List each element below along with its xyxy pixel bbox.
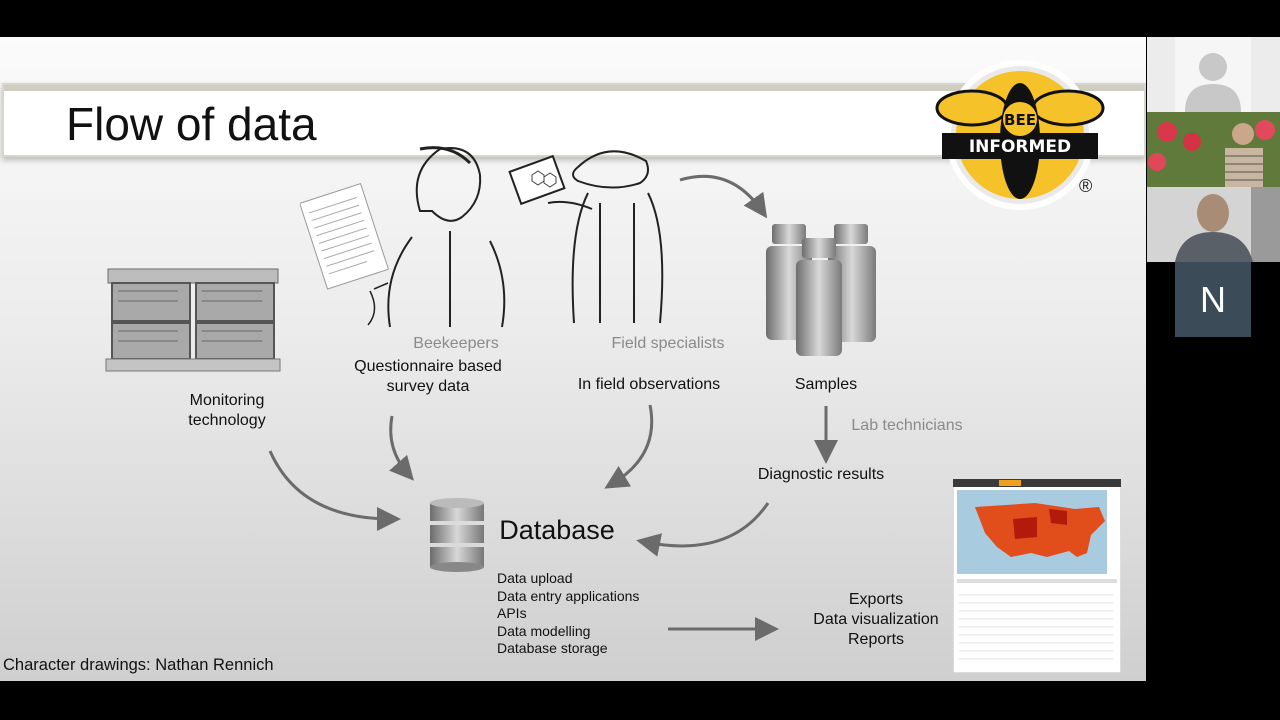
slide-title: Flow of data [66, 98, 317, 150]
database-item: Data upload [497, 570, 573, 586]
diagnostic-results-label: Diagnostic results [757, 466, 885, 483]
database-icon [430, 498, 484, 572]
outputs-label: Exports Data visualization Reports [813, 591, 939, 648]
arrow-survey-to-database [389, 415, 414, 481]
monitoring-technology-label: Monitoring technology [188, 392, 266, 429]
database-item: Data entry applications [497, 587, 640, 604]
participant-tile-3[interactable] [1147, 187, 1280, 262]
registered-mark: ® [1079, 176, 1093, 196]
bee-informed-logo: BEE INFORMED [935, 60, 1105, 210]
database-label: Database [499, 515, 615, 545]
participant-tile-1[interactable] [1147, 37, 1280, 112]
field-specialist-drawing [508, 150, 664, 324]
field-specialists-role-label: Field specialists [611, 335, 725, 352]
arrow-monitoring-to-database [268, 450, 401, 531]
participant-tile-4[interactable]: N [1147, 262, 1280, 337]
flow-arrows [268, 174, 838, 641]
arrow-field-to-samples [679, 174, 768, 219]
arrow-diagnostic-to-database [636, 502, 770, 557]
lab-technicians-role-label: Lab technicians [851, 417, 963, 434]
hive-boxes-icon [105, 268, 281, 372]
database-item: Database storage [497, 640, 608, 656]
beekeeper-drawing [300, 146, 506, 328]
logo-bee-text: BEE [1004, 111, 1036, 129]
database-items-list: Data upload Data entry applications APIs… [497, 570, 639, 658]
participant-initial-avatar: N [1175, 262, 1251, 337]
drawing-credit: Character drawings: Nathan Rennich [3, 656, 274, 674]
arrow-observations-to-database [604, 404, 654, 489]
title-accent [4, 85, 1144, 91]
sample-bottles-icon [766, 224, 876, 356]
database-item: APIs [497, 605, 527, 621]
presentation-slide: Flow of data BEE INFORMED ® [0, 37, 1146, 681]
participant-video-feed [1147, 112, 1280, 187]
participant-tile-2[interactable] [1147, 112, 1280, 187]
in-field-observations-label: In field observations [577, 376, 721, 393]
questionnaire-label: Questionnaire based survey data [354, 358, 502, 395]
logo-informed-text: INFORMED [969, 137, 1071, 157]
participant-video-feed [1147, 187, 1280, 262]
avatar-placeholder-icon [1175, 37, 1251, 112]
database-item: Data modelling [497, 622, 591, 639]
report-thumbnail [953, 479, 1121, 673]
samples-label: Samples [794, 376, 858, 393]
beekeepers-role-label: Beekeepers [413, 335, 499, 352]
